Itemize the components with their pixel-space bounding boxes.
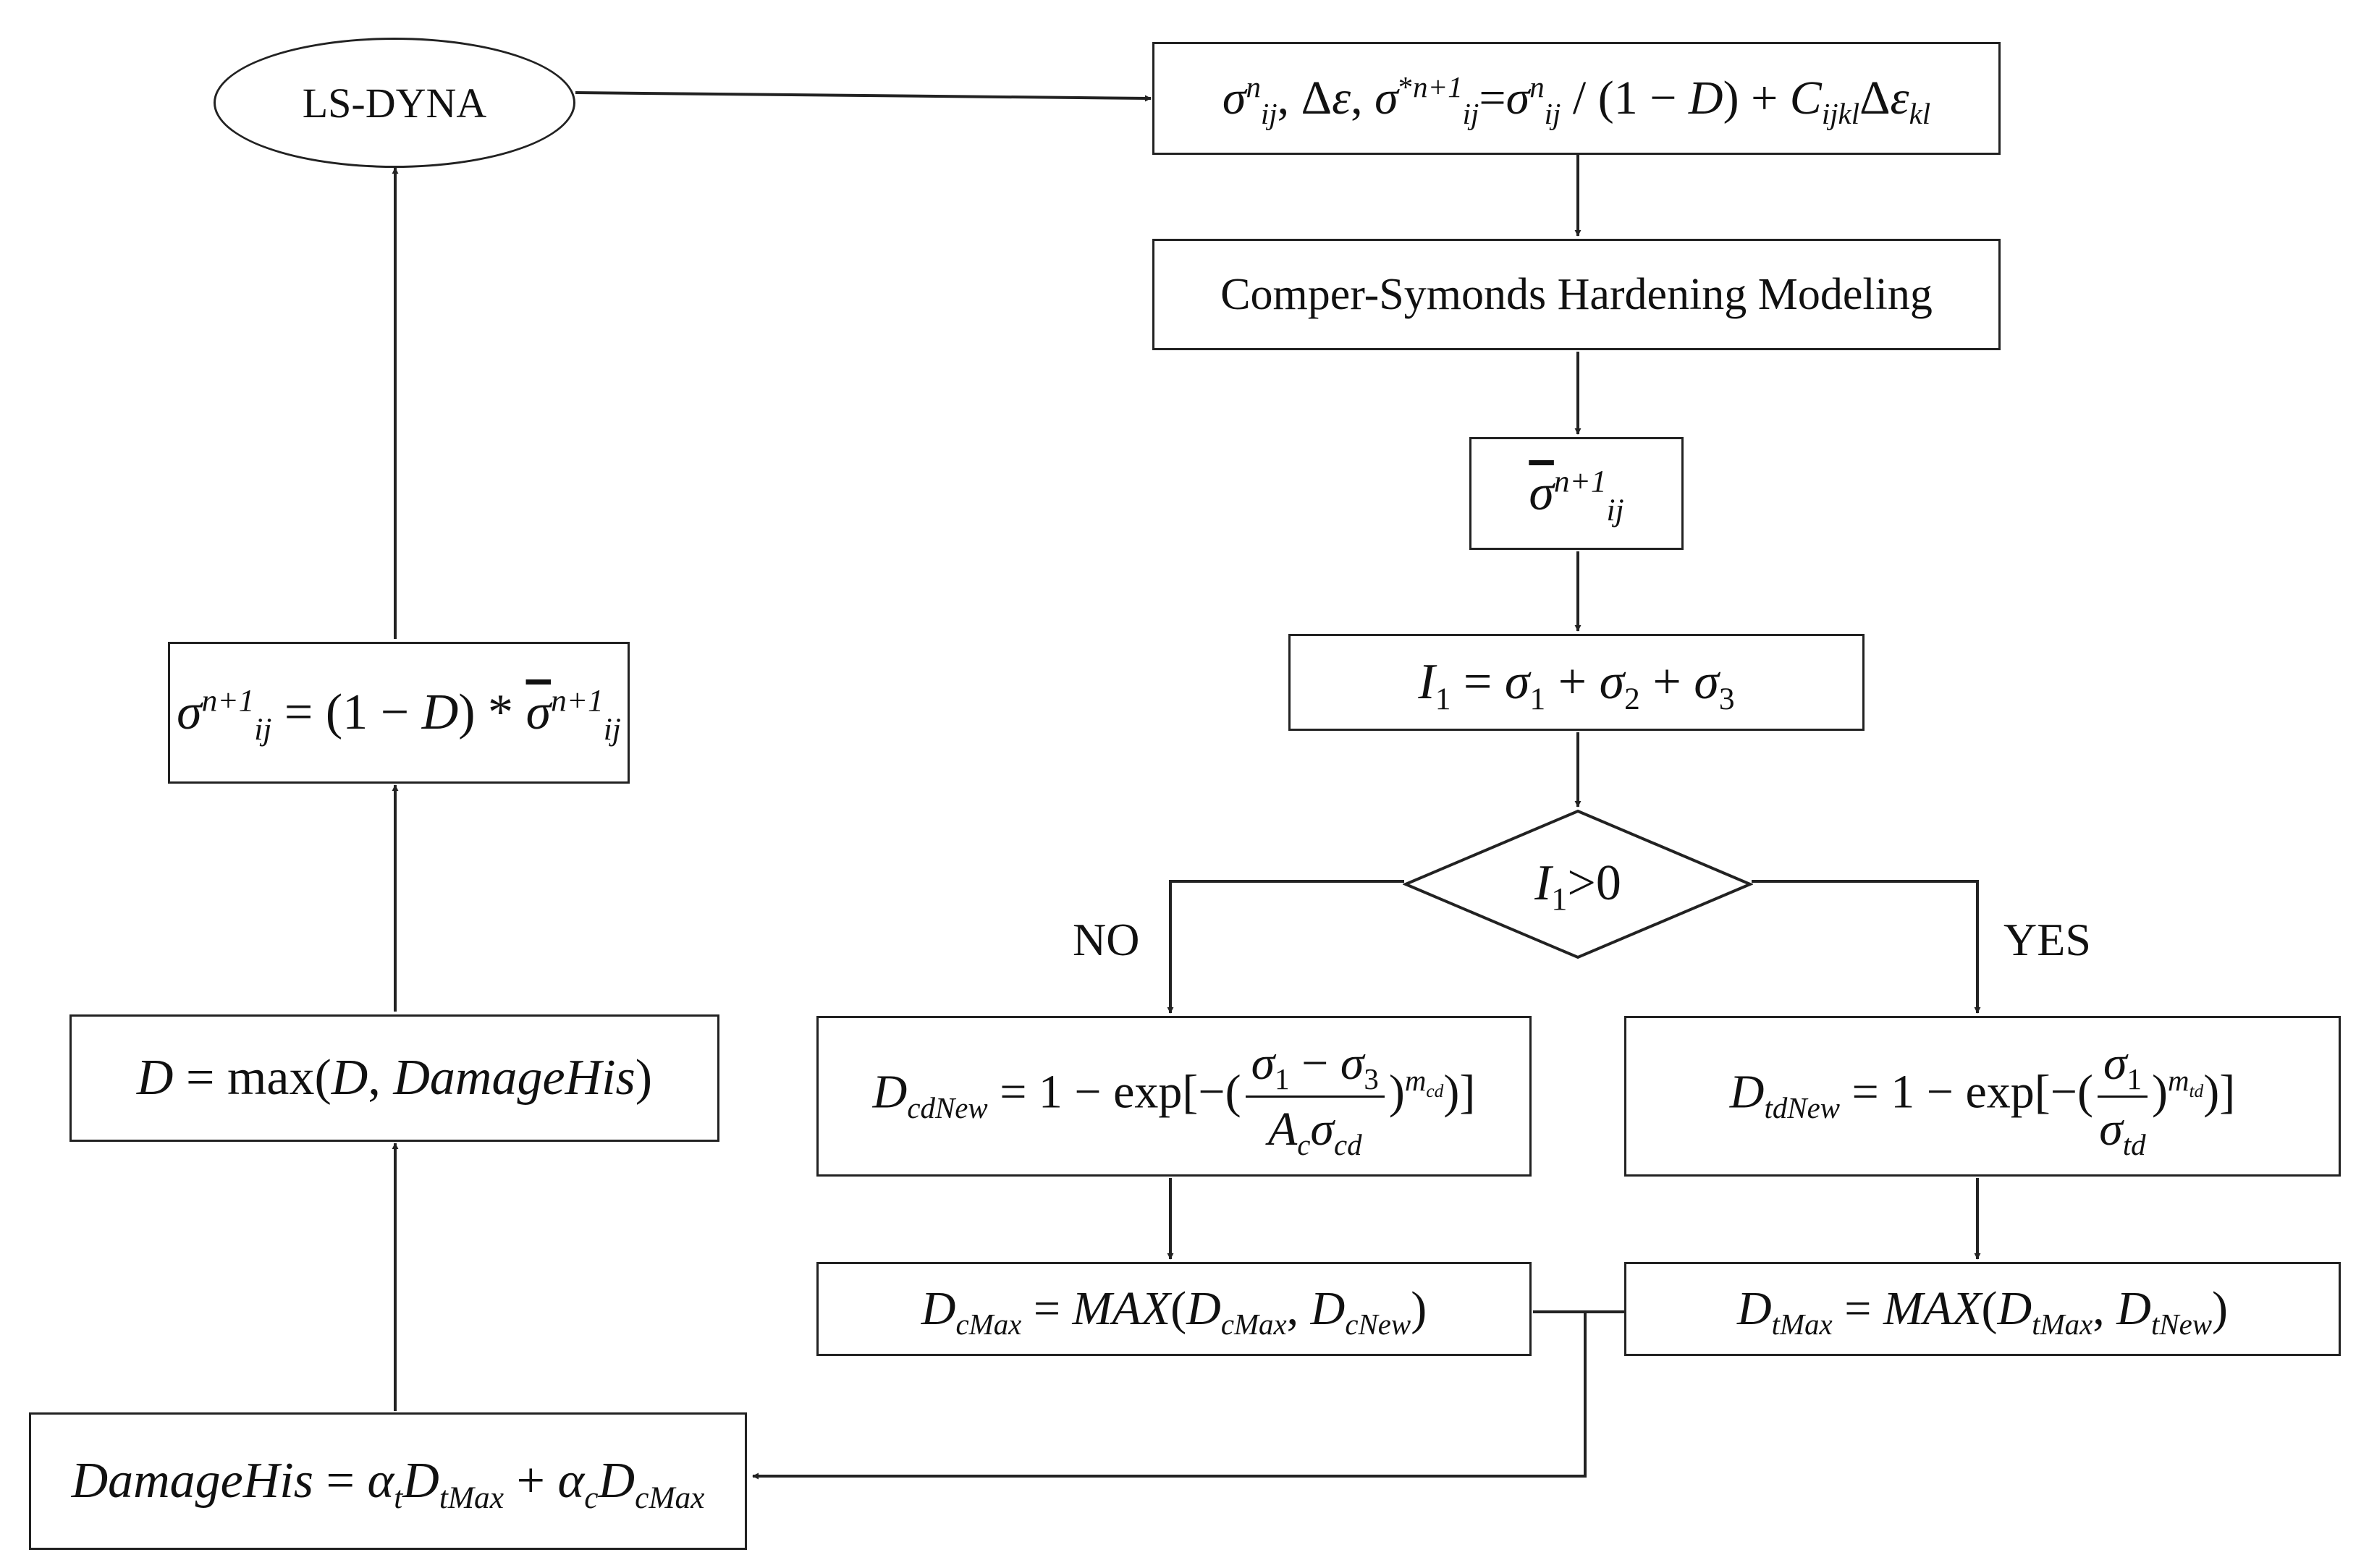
node-stress-update: σn+1ij = (1 − D) * σn+1ij: [168, 642, 630, 784]
node-hardening-label: Comper-Symonds Hardening Modeling: [1220, 269, 1933, 319]
formula-damage-history: DamageHis = αtDtMax + αcDcMax: [71, 1453, 705, 1515]
label-yes: YES: [2003, 914, 2091, 965]
label-no: NO: [1073, 914, 1140, 965]
formula-damage-update: D = max(D, DamageHis): [136, 1050, 653, 1106]
formula-stress-trial: σnij, Δε, σ*n+1ij=σnij / (1 − D) + Cijkl…: [1222, 71, 1931, 131]
node-tension-max: DtMax = MAX(DtMax, DtNew): [1624, 1262, 2341, 1356]
formula-tension-max: DtMax = MAX(DtMax, DtNew): [1736, 1282, 2229, 1342]
node-lsdyna: LS-DYNA: [214, 38, 575, 168]
decision-diamond: I1>0: [1403, 809, 1753, 959]
svg-text:I1>0: I1>0: [1534, 855, 1621, 917]
arrow-lsdyna-to-stress: [575, 91, 1152, 102]
branch-yes: [1752, 880, 1981, 1014]
formula-stress-update: σn+1ij = (1 − D) * σn+1ij: [177, 683, 621, 747]
node-lsdyna-label: LS-DYNA: [302, 79, 487, 127]
node-stress-trial: σnij, Δε, σ*n+1ij=σnij / (1 − D) + Cijkl…: [1152, 42, 2001, 155]
node-compression-max: DcMax = MAX(DcMax, DcNew): [816, 1262, 1532, 1356]
node-sigma-bar: σn+1ij: [1469, 437, 1684, 550]
node-hardening-model: Comper-Symonds Hardening Modeling: [1152, 239, 2001, 350]
node-damage-history: DamageHis = αtDtMax + αcDcMax: [29, 1412, 747, 1550]
node-damage-update: D = max(D, DamageHis): [69, 1014, 719, 1142]
formula-first-invariant: I1 = σ1 + σ2 + σ3: [1418, 654, 1735, 716]
node-first-invariant: I1 = σ1 + σ2 + σ3: [1288, 634, 1865, 731]
branch-no: [1167, 880, 1404, 1014]
formula-sigma-bar: σn+1ij: [1529, 464, 1624, 527]
arrow-merge-to-damagehis: [752, 1312, 1587, 1480]
formula-compression-max: DcMax = MAX(DcMax, DcNew): [921, 1282, 1427, 1342]
